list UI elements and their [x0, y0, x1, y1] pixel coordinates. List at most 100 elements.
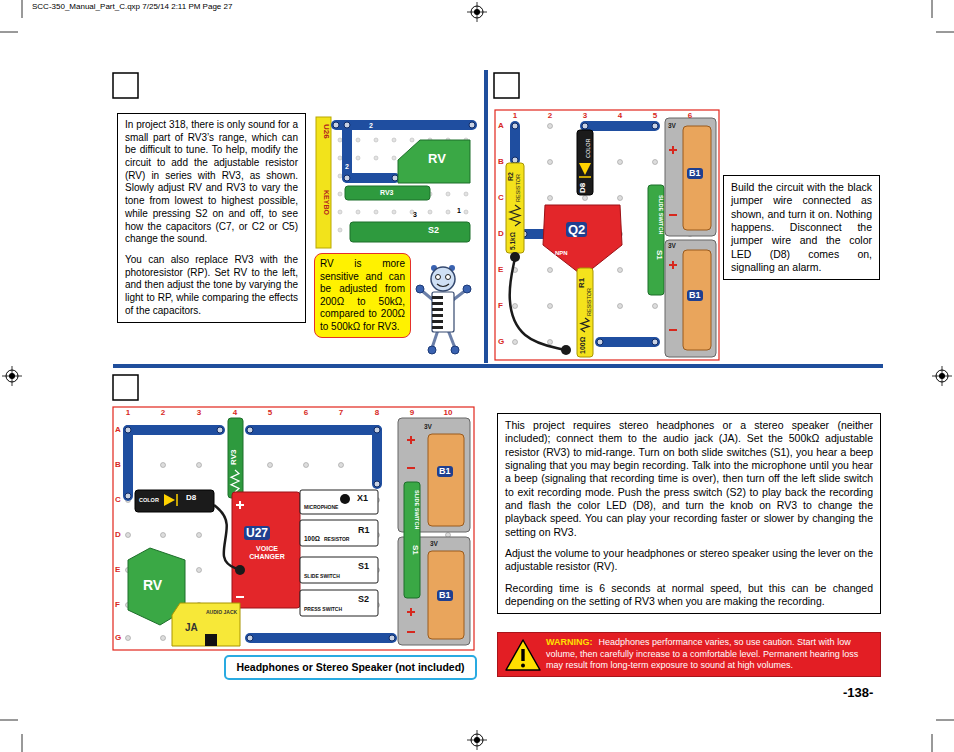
- robot-key: [432, 296, 443, 299]
- resistor-body: [577, 268, 593, 357]
- snap-number: 2: [345, 163, 349, 170]
- resistor-zigzag: [581, 318, 589, 332]
- adjustable-resistor: [345, 186, 430, 200]
- checkbox: [494, 73, 519, 98]
- snap-stud: [247, 635, 253, 641]
- grid-number: 6: [688, 112, 692, 120]
- base-peg: [548, 304, 553, 309]
- led-body: [577, 130, 593, 195]
- jumper-wire: [510, 258, 565, 350]
- snap-stud: [374, 427, 380, 433]
- grid-number: 10: [444, 409, 453, 417]
- grid-number: 9: [410, 409, 414, 417]
- base-peg: [339, 463, 344, 468]
- base-peg: [618, 160, 623, 165]
- battery: [683, 126, 711, 230]
- text-box: Build the circuit with the black jumper …: [723, 175, 880, 280]
- page-header: SCC-350_Manual_Part_C.qxp 7/25/14 2:11 P…: [32, 3, 232, 11]
- circuit-illustration: [113, 407, 474, 650]
- battery-holder: [665, 240, 716, 357]
- base-peg: [338, 174, 342, 178]
- diode-symbol: [164, 494, 175, 506]
- part-label: MICROPHONE: [304, 505, 338, 510]
- callout-bubble: RV is more sensitive and can be adjusted…: [314, 253, 411, 338]
- voice-changer-chip: [232, 492, 300, 608]
- snap-number: 1: [457, 207, 461, 214]
- base-peg: [548, 160, 553, 165]
- snap-wire: [250, 633, 392, 643]
- base-peg: [338, 228, 342, 232]
- checkbox: [113, 73, 138, 98]
- snap-wire: [372, 430, 382, 484]
- jumper-end: [235, 565, 245, 575]
- robot-leg: [448, 330, 455, 348]
- crop-mark: [22, 0, 23, 18]
- part-label: 3V: [424, 424, 432, 431]
- base-peg: [268, 463, 273, 468]
- paragraph: Headphones performance varies, so use ca…: [546, 637, 858, 670]
- minus-symbol: [669, 214, 677, 216]
- warning-word: WARNING:: [546, 637, 593, 647]
- resistor-part: [300, 520, 378, 546]
- grid-number: 1: [126, 409, 130, 417]
- robot-key: [432, 320, 443, 323]
- base-peg: [548, 268, 553, 273]
- base-peg: [428, 210, 432, 214]
- grid-number: 4: [233, 409, 237, 417]
- circuit-ground: [316, 117, 475, 248]
- part-label: COLOR: [586, 138, 592, 158]
- paragraph: Adjust the volume to your headphones or …: [505, 547, 873, 574]
- battery: [428, 551, 464, 639]
- diode-symbol: [176, 494, 178, 506]
- snap-wire: [250, 425, 377, 435]
- part-label: B1: [437, 590, 453, 601]
- registration-mark: [12, 366, 13, 386]
- robot-mascot: [416, 265, 471, 354]
- robot-body: [432, 292, 454, 332]
- part-label: R1: [578, 278, 586, 288]
- circuit-illustration: [316, 117, 475, 248]
- part-label: S1: [655, 250, 663, 260]
- slide-switch: [648, 185, 664, 295]
- registration-mark: [477, 2, 478, 22]
- divider: [113, 364, 883, 368]
- paragraph: Recording time is 6 seconds at normal sp…: [505, 582, 873, 609]
- crop-mark: [936, 720, 954, 721]
- text-box: In project 318, there is only sound for …: [117, 113, 306, 323]
- minus-symbol: [407, 467, 415, 469]
- base-grid: [495, 110, 719, 360]
- robot-eye: [436, 275, 441, 280]
- snap-stud: [652, 123, 658, 129]
- part-label: 100Ω: [304, 536, 320, 543]
- base-peg: [338, 210, 342, 214]
- base-peg: [375, 428, 380, 433]
- grid-letter: B: [115, 461, 121, 469]
- snap-stud: [597, 339, 603, 345]
- plus-symbol: [410, 436, 412, 444]
- base-peg: [356, 156, 360, 160]
- grid-number: 1: [513, 112, 517, 120]
- base-peg: [161, 533, 166, 538]
- plus-symbol: [410, 608, 412, 616]
- robot-key: [432, 314, 443, 317]
- part-label: RV3: [230, 450, 238, 465]
- part-label: 5.1kΩ: [510, 232, 517, 250]
- grid-number: 2: [161, 409, 165, 417]
- grid-letter: G: [115, 634, 121, 642]
- grid-number: 5: [268, 409, 272, 417]
- grid-letter: G: [498, 338, 504, 346]
- base-peg: [446, 192, 450, 196]
- crop-mark: [932, 734, 933, 752]
- robot-key: [432, 308, 443, 311]
- crop-mark: [22, 734, 23, 752]
- snap-stud: [374, 481, 380, 487]
- circuit-illustration: [495, 110, 719, 360]
- base-peg: [356, 210, 360, 214]
- paragraph: Build the circuit with the black jumper …: [731, 181, 872, 274]
- resistor-zigzag: [510, 205, 520, 226]
- snap-stud: [512, 157, 518, 163]
- base-peg: [464, 210, 468, 214]
- grid-number: 5: [653, 112, 657, 120]
- base-peg: [583, 196, 588, 201]
- part-label: VOICE CHANGER: [238, 545, 296, 560]
